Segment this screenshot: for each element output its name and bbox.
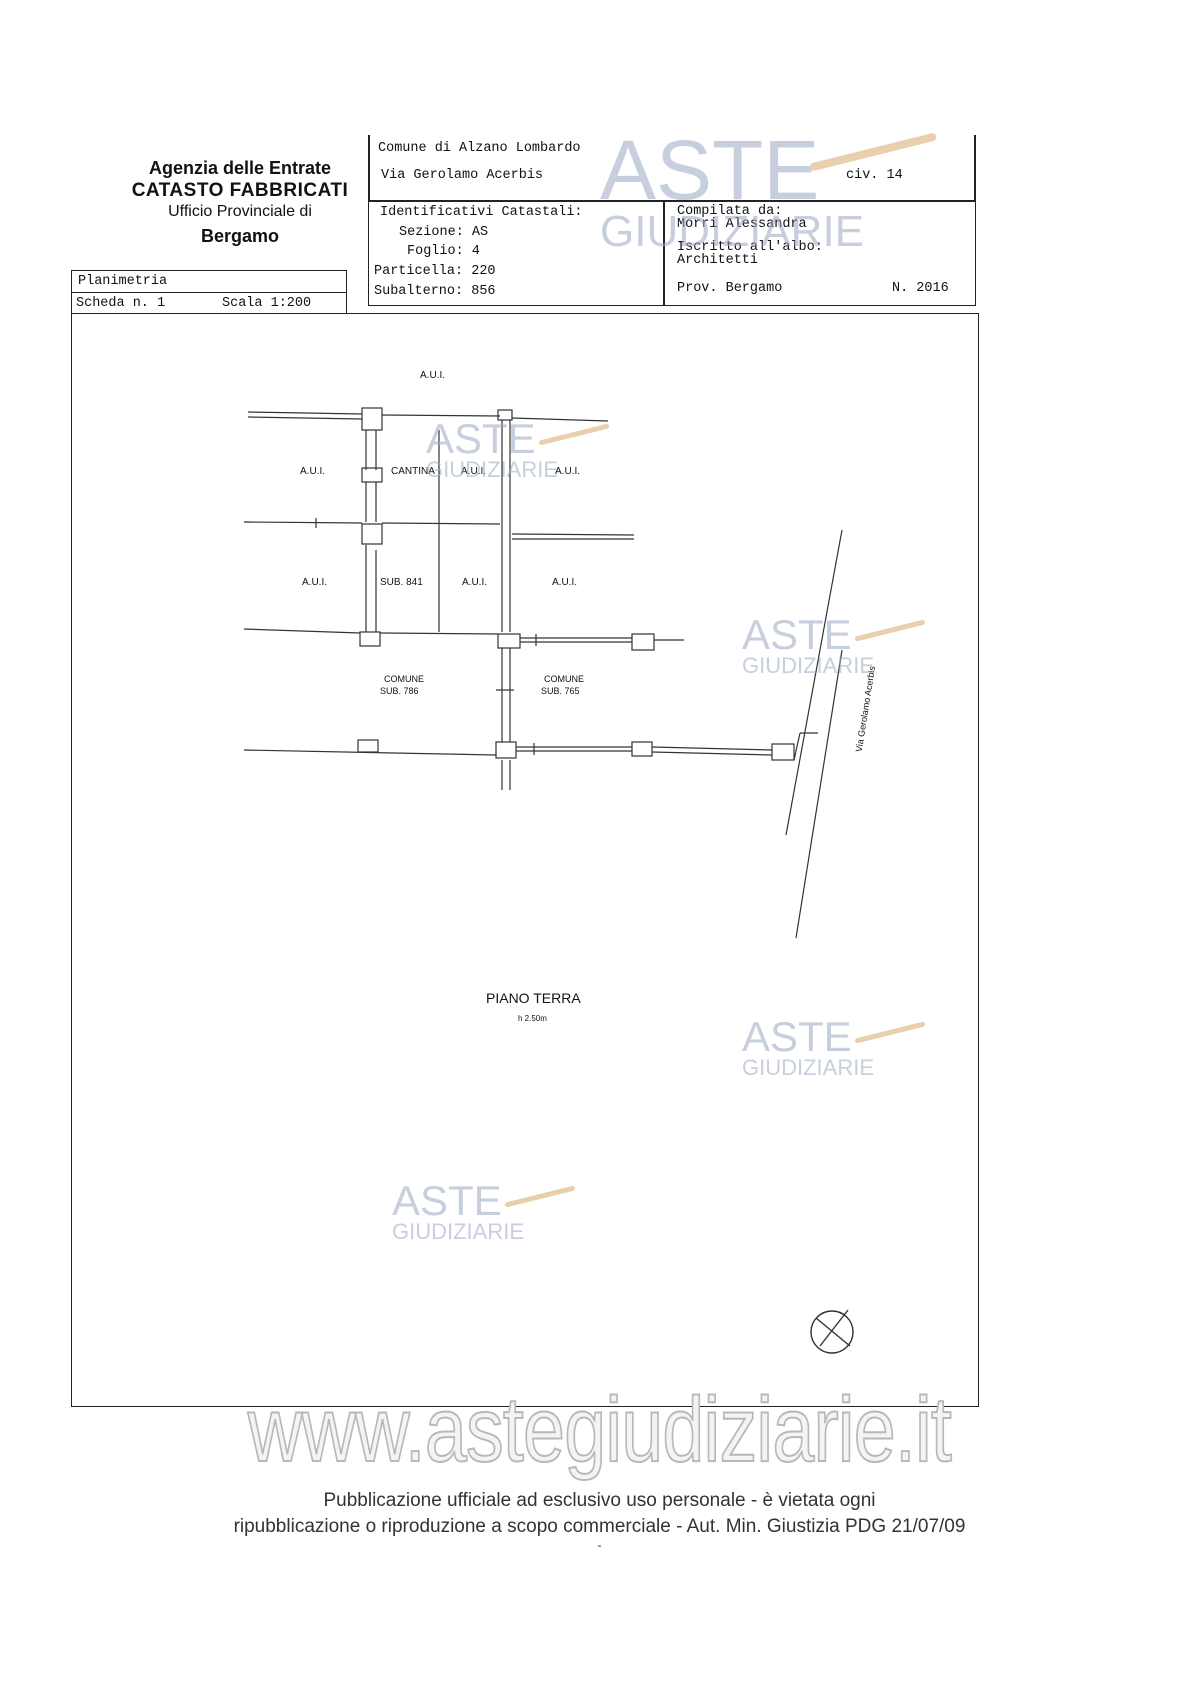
sezione-text: Sezione: AS xyxy=(399,225,489,240)
label-comune-left: COMUNE xyxy=(384,674,424,684)
watermark-logo-header: ASTE GIUDIZIARIE xyxy=(600,128,940,258)
footer-dash: - xyxy=(597,1538,602,1552)
label-sub841: SUB. 841 xyxy=(380,577,423,588)
identificativi-label: Identificativi Catastali: xyxy=(380,205,583,220)
label-cantina: CANTINA xyxy=(391,466,435,477)
watermark-logo-4: ASTE GIUDIZIARIE xyxy=(392,1180,592,1250)
label-sub786: SUB. 786 xyxy=(380,686,419,696)
albo-value: Architetti xyxy=(677,253,759,268)
office-city: Bergamo xyxy=(200,225,280,246)
label-aui-mid-1: A.U.I. xyxy=(461,466,487,477)
civico-text: civ. 14 xyxy=(846,168,903,183)
comune-text: Comune di Alzano Lombardo xyxy=(378,141,581,156)
numero-text: N. 2016 xyxy=(892,281,949,296)
north-arrow-icon xyxy=(810,1309,854,1354)
watermark-logo-1: ASTE GIUDIZIARIE xyxy=(426,418,626,488)
plan-walls xyxy=(243,407,843,939)
label-aui-top: A.U.I. xyxy=(420,370,446,381)
compilata-name: Morri Alessandra xyxy=(677,217,807,232)
watermark-site: www.astegiudiziarie.it xyxy=(247,1378,953,1482)
label-comune-right: COMUNE xyxy=(544,674,584,684)
subalterno-text: Subalterno: 856 xyxy=(374,284,496,299)
particella-text: Particella: 220 xyxy=(374,264,496,279)
via-text: Via Gerolamo Acerbis xyxy=(381,168,544,183)
footer-line2: ripubblicazione o riproduzione a scopo c… xyxy=(233,1516,966,1537)
label-aui-left-2: A.U.I. xyxy=(302,577,328,588)
agency-header: Agenzia delle Entrate CATASTO FABBRICATI… xyxy=(110,158,370,247)
label-height: h 2.50m xyxy=(518,1014,547,1023)
scheda-text: Scheda n. 1 xyxy=(76,296,166,311)
watermark-logo-2: ASTE GIUDIZIARIE xyxy=(742,614,942,684)
foglio-text: Foglio: 4 xyxy=(407,244,480,259)
label-sub765: SUB. 765 xyxy=(541,686,580,696)
scala-text: Scala 1:200 xyxy=(222,296,312,311)
label-floor: PIANO TERRA xyxy=(486,990,581,1006)
prov-text: Prov. Bergamo xyxy=(677,281,783,296)
planimetria-text: Planimetria xyxy=(78,274,168,289)
footer-line1: Pubblicazione ufficiale ad esclusivo uso… xyxy=(323,1490,876,1511)
header-divider-right xyxy=(974,135,976,201)
office-label: Ufficio Provinciale di xyxy=(168,203,312,221)
identificativi-box xyxy=(368,200,665,306)
albo-label: Iscritto all'albo: xyxy=(677,240,823,255)
agency-name: Agenzia delle Entrate xyxy=(148,158,332,178)
drawing-frame xyxy=(71,313,979,1407)
label-aui-right-1: A.U.I. xyxy=(555,466,581,477)
label-aui-mid-2: A.U.I. xyxy=(462,577,488,588)
label-aui-left-1: A.U.I. xyxy=(300,466,326,477)
label-aui-right-2: A.U.I. xyxy=(552,577,578,588)
header-divider-left xyxy=(368,135,370,201)
watermark-logo-3: ASTE GIUDIZIARIE xyxy=(742,1016,942,1086)
compilata-label: Compilata da: xyxy=(677,204,783,219)
catasto-title: CATASTO FABBRICATI xyxy=(131,179,349,201)
compilata-box xyxy=(663,200,976,306)
